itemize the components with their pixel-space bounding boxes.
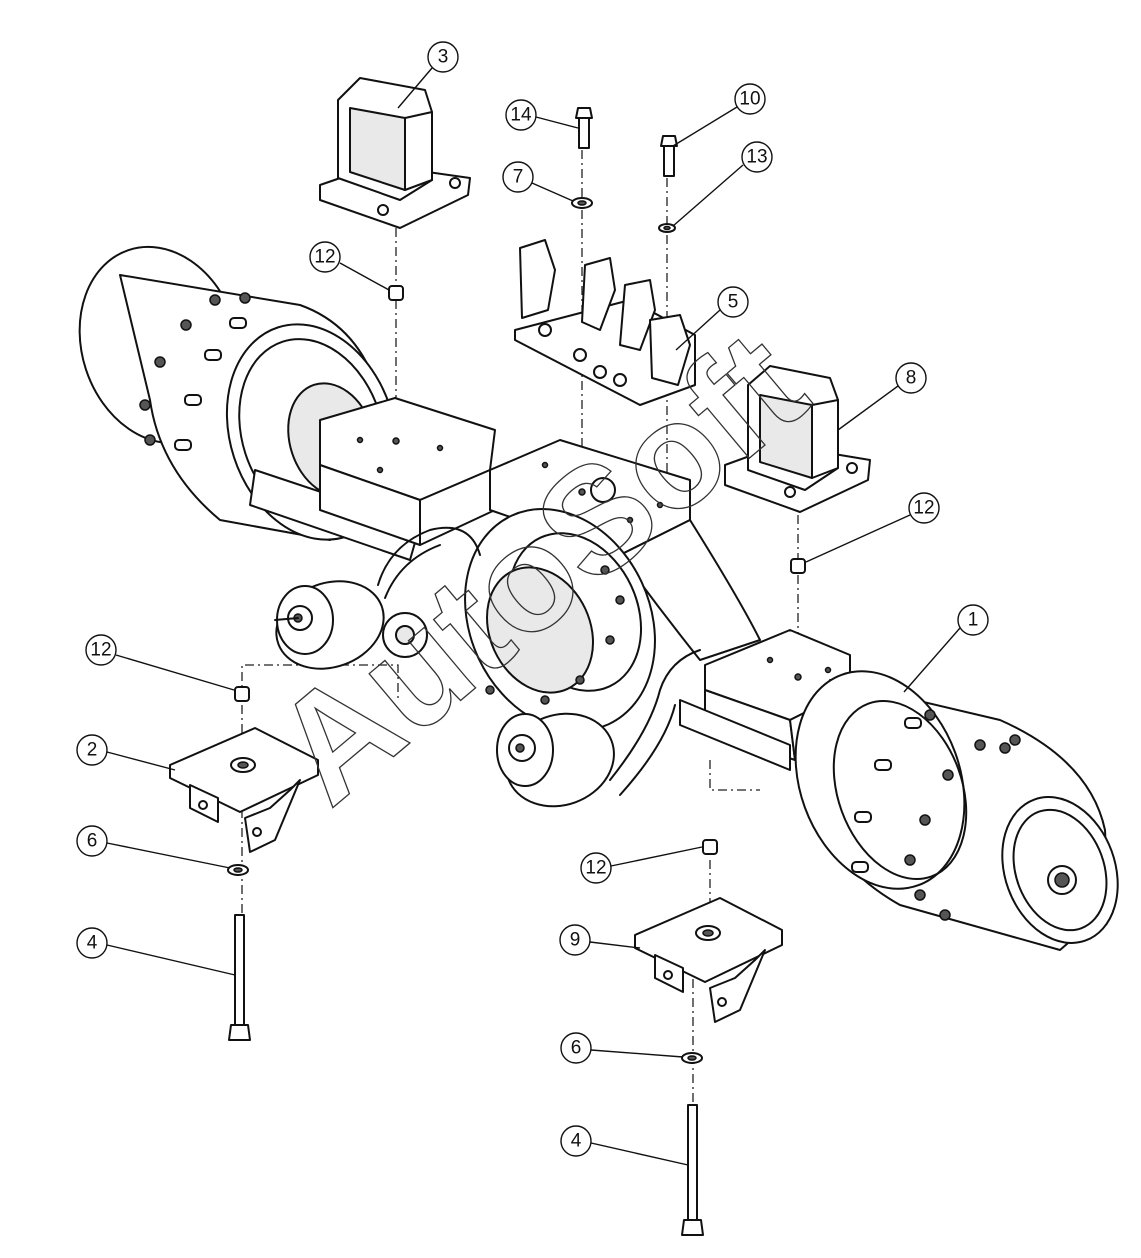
callout-6-right: 6 xyxy=(560,1032,684,1064)
callout-12-a: 12 xyxy=(309,241,390,291)
callout-label: 13 xyxy=(746,147,767,168)
callout-1: 1 xyxy=(903,604,989,693)
callout-label: 7 xyxy=(513,167,524,188)
right-brake-chamber xyxy=(496,712,615,808)
callout-4-right: 4 xyxy=(560,1125,689,1166)
callout-label: 12 xyxy=(585,858,606,879)
callout-label: 8 xyxy=(906,368,917,389)
callout-label: 4 xyxy=(571,1131,582,1152)
left-brake-chamber xyxy=(274,580,428,670)
callout-12-c: 12 xyxy=(85,634,235,691)
callout-label: 6 xyxy=(87,831,98,852)
callout-label: 4 xyxy=(87,933,98,954)
callout-7: 7 xyxy=(502,161,574,202)
callout-label: 12 xyxy=(913,498,934,519)
callout-label: 1 xyxy=(968,610,979,631)
callout-10: 10 xyxy=(672,83,766,147)
callout-label: 12 xyxy=(314,247,335,268)
callout-12-d: 12 xyxy=(580,846,703,884)
upper-spring-saddle-right xyxy=(724,365,871,513)
center-clamp-plate xyxy=(514,239,696,406)
callout-2: 2 xyxy=(76,734,176,771)
callout-8: 8 xyxy=(837,362,927,431)
callout-label: 2 xyxy=(87,740,98,761)
callout-label: 5 xyxy=(728,292,739,313)
callout-6-left: 6 xyxy=(76,825,231,869)
right-hub-bolts xyxy=(851,709,1021,921)
callout-label: 10 xyxy=(739,89,760,110)
callout-label: 12 xyxy=(90,640,111,661)
callout-label: 3 xyxy=(438,47,449,68)
left-hub-bolts xyxy=(139,292,251,451)
callout-label: 9 xyxy=(570,930,581,951)
lower-spring-plate-right xyxy=(634,897,783,1023)
callout-5: 5 xyxy=(675,286,749,351)
callout-12-b: 12 xyxy=(805,492,940,563)
lower-spring-plate-left xyxy=(169,727,319,853)
upper-spring-saddle-left xyxy=(319,77,471,229)
callout-13: 13 xyxy=(672,141,773,227)
callout-9: 9 xyxy=(559,924,641,956)
fasteners xyxy=(227,107,806,1236)
callout-4-left: 4 xyxy=(76,927,236,976)
callout-label: 6 xyxy=(571,1038,582,1059)
callout-label: 14 xyxy=(510,105,532,126)
callout-14: 14 xyxy=(505,99,579,131)
callout-3: 3 xyxy=(397,41,459,109)
axle-housing-assembly xyxy=(78,245,1119,951)
